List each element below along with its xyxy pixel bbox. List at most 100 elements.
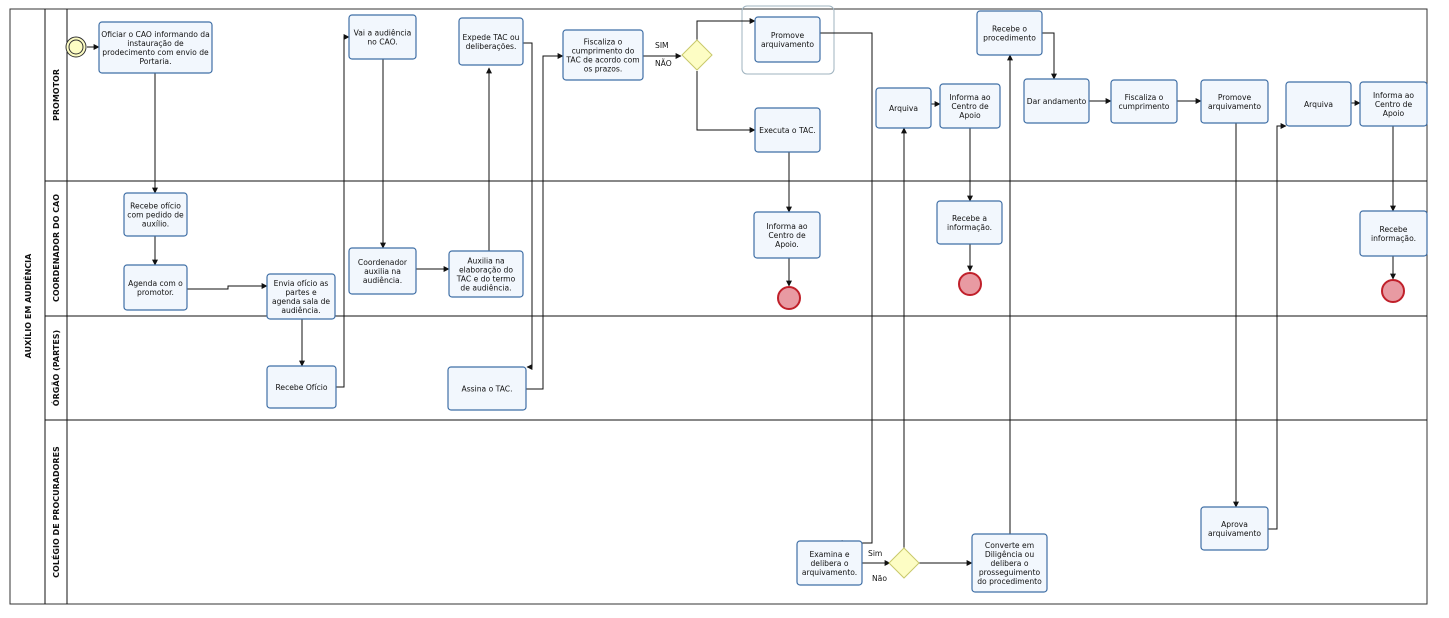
task-label: com pedido de	[127, 211, 184, 220]
gateway-label-sim: SIM	[655, 41, 669, 50]
task-box[interactable]	[1359, 210, 1428, 257]
task-t10[interactable]: Assina o TAC.	[447, 366, 527, 411]
task-box[interactable]	[1200, 506, 1269, 551]
gateway-fiscaliza	[681, 39, 713, 71]
task-box[interactable]	[348, 14, 417, 60]
task-label: Fiscaliza o	[584, 38, 623, 47]
task-label: Centro de	[768, 231, 806, 240]
task-box[interactable]	[98, 21, 213, 74]
task-label: arquivamento.	[802, 568, 857, 577]
task-label: procedimento	[983, 34, 1036, 43]
task-box[interactable]	[448, 250, 524, 298]
selection-highlight	[741, 5, 835, 75]
task-box[interactable]	[123, 192, 188, 237]
task-t25[interactable]: Arquiva	[1285, 81, 1352, 127]
pool-border	[9, 8, 1428, 605]
task-box[interactable]	[266, 365, 337, 409]
task-label: Assina o TAC.	[462, 385, 513, 394]
end-event	[1381, 279, 1405, 303]
task-box[interactable]	[458, 17, 524, 66]
task-label: arquivamento	[1208, 529, 1261, 538]
task-box[interactable]	[754, 16, 821, 63]
task-box[interactable]	[796, 540, 863, 586]
end-event	[777, 286, 801, 310]
task-box[interactable]	[123, 264, 188, 311]
pool-title: AUXÍLIO EM AUDIÊNCIA	[22, 253, 33, 359]
task-label: Recebe Ofício	[275, 383, 327, 392]
task-box[interactable]	[976, 10, 1043, 56]
task-label: Aprova	[1221, 520, 1248, 529]
task-label: audiência.	[281, 306, 320, 315]
task-label: Promove	[1218, 93, 1252, 102]
task-box[interactable]	[939, 83, 1001, 129]
lane-colegio-title: COLÉGIO DE PROCURADORES	[50, 446, 61, 578]
task-label: Apoio.	[775, 240, 799, 249]
task-label: informação.	[1371, 234, 1416, 243]
task-box[interactable]	[1285, 81, 1352, 127]
task-label: no CAO.	[367, 38, 397, 47]
task-label: Arquiva	[1304, 100, 1333, 109]
task-box[interactable]	[753, 211, 821, 259]
task-t21[interactable]: Dar andamento	[1023, 78, 1090, 124]
task-label: Agenda com o	[128, 279, 183, 288]
task-t5[interactable]: Recebe Ofício	[266, 365, 337, 409]
task-box[interactable]	[875, 87, 932, 129]
task-label: Diligência ou	[985, 550, 1034, 559]
task-label: Vai a audiência	[354, 29, 412, 38]
task-box[interactable]	[1110, 79, 1178, 124]
task-box[interactable]	[562, 29, 644, 81]
task-box[interactable]	[754, 107, 821, 153]
task-label: auxílio.	[142, 220, 169, 229]
task-t16[interactable]: Arquiva	[875, 87, 932, 129]
task-label: TAC de acordo com	[565, 56, 639, 65]
task-box[interactable]	[936, 200, 1003, 245]
gateway-label-sim-2: Sim	[868, 549, 882, 558]
task-box[interactable]	[266, 273, 336, 320]
lane-promotor-title: PROMOTOR	[52, 69, 61, 121]
task-t13[interactable]: Executa o TAC.	[754, 107, 821, 153]
task-box[interactable]	[1359, 81, 1428, 127]
task-label: deliberações.	[466, 42, 517, 51]
task-label: elaboração do	[459, 266, 513, 275]
task-label: Portaria.	[139, 57, 171, 66]
task-label: Centro de	[951, 102, 989, 111]
task-box[interactable]	[447, 366, 527, 411]
lane-orgao-title: ÓRGÃO (PARTES)	[50, 330, 61, 406]
task-label: TAC e do termo	[456, 275, 516, 284]
task-label: Informa ao	[766, 222, 807, 231]
task-label: Dar andamento	[1027, 97, 1087, 106]
task-box[interactable]	[1200, 79, 1269, 124]
task-label: Arquiva	[889, 104, 918, 113]
task-label: Fiscaliza o	[1125, 93, 1164, 102]
task-label: prosseguimento	[979, 568, 1041, 577]
task-box[interactable]	[348, 247, 417, 295]
task-box[interactable]	[971, 533, 1048, 593]
task-label: auxilia na	[364, 267, 401, 276]
task-label: promotor.	[137, 288, 174, 297]
task-label: Examina e	[809, 550, 849, 559]
task-label: Auxilia na	[467, 257, 504, 266]
task-label: Recebe o	[992, 25, 1027, 34]
task-box[interactable]	[1023, 78, 1090, 124]
